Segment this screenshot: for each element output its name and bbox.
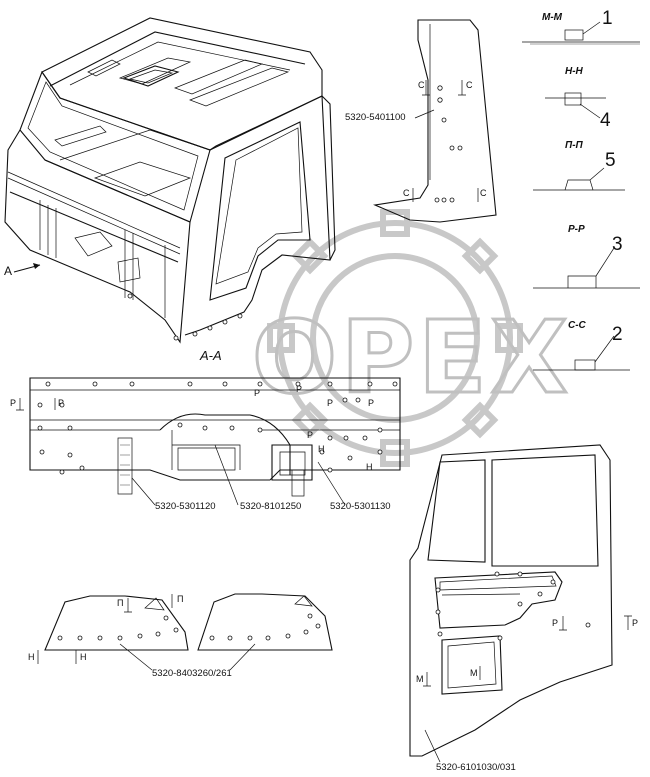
cut-mark-c4: C — [480, 188, 487, 198]
part-label-center-panel: 5320-8101250 — [240, 501, 301, 512]
callout-2: 2 — [612, 324, 623, 345]
cut-mark-h4: H — [80, 652, 87, 662]
section-mm: M-M 1 — [522, 8, 640, 45]
arrow-a-label: A — [4, 264, 12, 278]
section-title-cc: C-C — [568, 320, 587, 331]
cab-assembly-view: A — [4, 17, 336, 344]
cut-mark-p9: P — [632, 618, 638, 628]
wheel-arch-bolts — [57, 613, 321, 641]
cut-mark-pi1: П — [117, 598, 123, 608]
part-label-left-panel: 5320-5301120 — [155, 501, 216, 512]
view-a-a-label: A-A — [199, 348, 222, 363]
callout-4: 4 — [600, 110, 611, 131]
rear-pillar-panel: C C C C 5320-5401100 — [345, 19, 497, 223]
section-title-hh: H-H — [565, 66, 584, 77]
part-label-door: 5320-6101030/031 — [436, 762, 516, 773]
callout-1: 1 — [602, 8, 613, 29]
callout-3: 3 — [612, 234, 623, 255]
cut-mark-c1: C — [418, 80, 425, 90]
cut-mark-h3: H — [28, 652, 35, 662]
cut-mark-m1: M — [416, 674, 424, 684]
cut-mark-p2: P — [58, 398, 64, 408]
section-hh: H-H 4 — [545, 66, 611, 131]
cut-mark-p7: P — [307, 430, 313, 440]
section-title-mm: M-M — [542, 12, 563, 23]
part-label-wheel-arch: 5320-8403260/261 — [152, 668, 232, 679]
door-bolts — [435, 571, 591, 641]
cut-mark-p6: P — [368, 398, 374, 408]
cut-mark-pi2: П — [177, 594, 183, 604]
section-title-pp: П-П — [565, 140, 584, 151]
section-cc: C-C 2 — [533, 320, 630, 371]
callout-5: 5 — [605, 150, 616, 171]
cut-mark-c3: C — [403, 188, 410, 198]
part-label-rear-pillar: 5320-5401100 — [345, 112, 406, 123]
cut-mark-p5: P — [327, 398, 333, 408]
watermark-text: OPEX — [252, 299, 572, 416]
section-pp: П-П 5 — [533, 140, 625, 191]
cut-mark-h2: H — [366, 462, 373, 472]
cut-mark-h1: H — [318, 444, 325, 454]
view-a-a-bolts — [37, 381, 398, 475]
cut-mark-p1: P — [10, 398, 16, 408]
cab-bolts — [127, 293, 243, 341]
view-a-a: A-A — [10, 348, 401, 512]
view-arrow-a: A — [4, 263, 41, 278]
cut-mark-p4: P — [296, 384, 302, 394]
section-title-rr: P-P — [568, 224, 585, 235]
watermark: OPEX — [251, 209, 572, 467]
wheel-arch-panels: П П H H 5320-8403260/261 — [28, 593, 333, 679]
cut-mark-m2: M — [470, 668, 478, 678]
cut-mark-c2: C — [466, 80, 473, 90]
door-panel: P P M M 5320-6101030/031 — [409, 444, 638, 773]
part-label-right-panel: 5320-5301130 — [330, 501, 391, 512]
cut-mark-p3: P — [254, 388, 260, 398]
section-rr: P-P 3 — [533, 224, 640, 289]
cut-mark-p8: P — [552, 618, 558, 628]
